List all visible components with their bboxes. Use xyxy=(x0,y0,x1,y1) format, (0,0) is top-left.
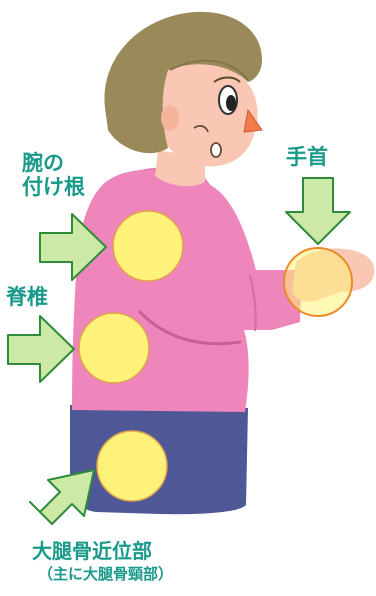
label-femur-subtitle: （主に大腿骨頸部） xyxy=(38,566,173,583)
arrow-wrist xyxy=(286,178,350,244)
arrow-spine xyxy=(8,316,74,382)
label-shoulder: 腕の 付け根 xyxy=(22,152,85,199)
label-shoulder-line1: 腕の xyxy=(22,152,85,176)
marker-spine xyxy=(79,313,149,383)
ear xyxy=(161,105,179,131)
pupil xyxy=(226,95,236,111)
arrow-femur xyxy=(30,470,94,524)
mouth xyxy=(211,143,221,157)
marker-shoulder xyxy=(113,211,183,281)
label-wrist: 手首 xyxy=(286,146,328,170)
marker-femur xyxy=(97,431,167,501)
label-shoulder-line2: 付け根 xyxy=(22,176,85,200)
label-spine: 脊椎 xyxy=(6,286,48,310)
label-femur: 大腿骨近位部 xyxy=(32,540,152,562)
marker-wrist xyxy=(284,248,352,316)
